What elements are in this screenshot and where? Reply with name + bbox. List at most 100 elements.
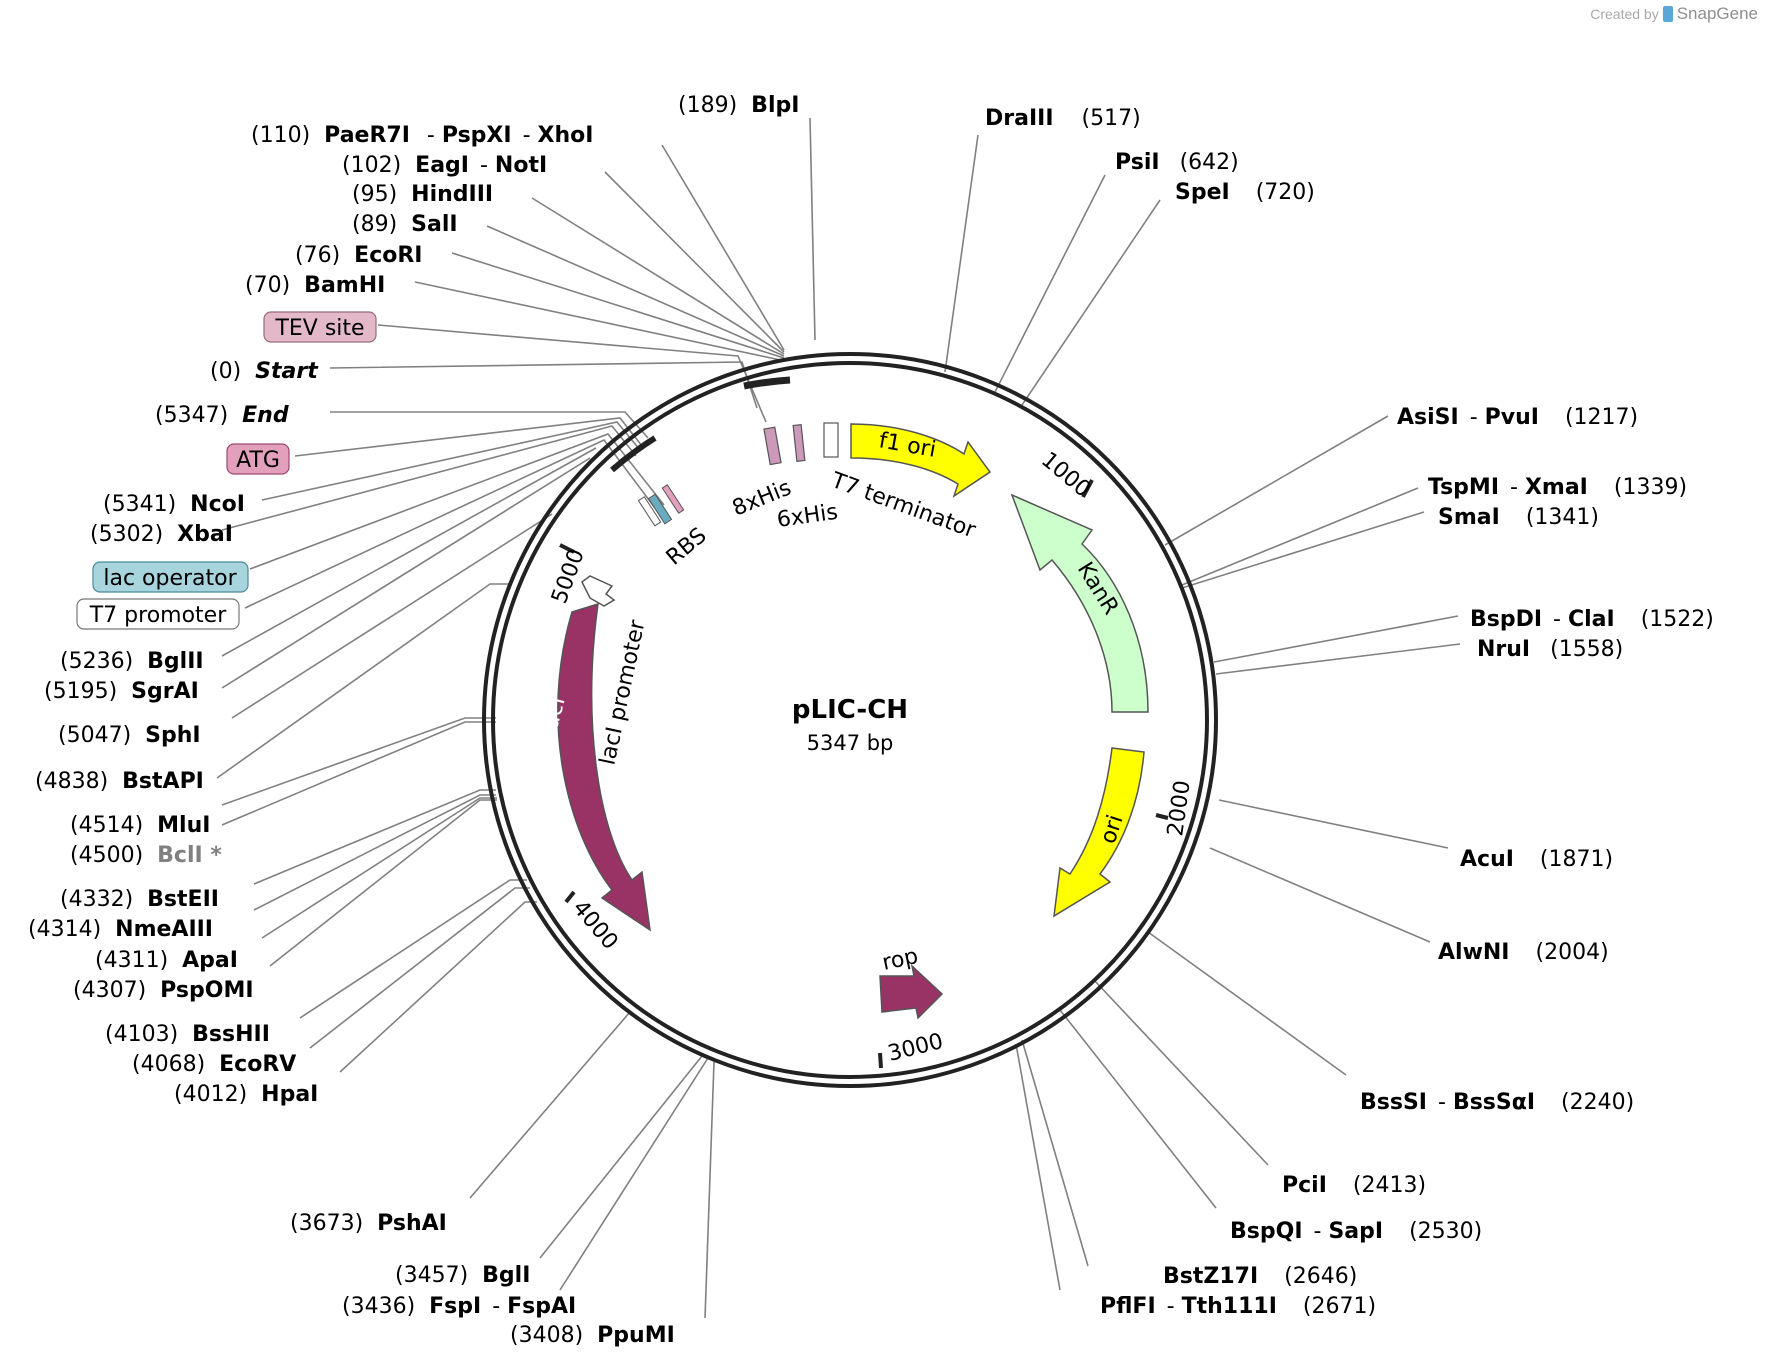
- leader-line-tspmi: [1181, 487, 1419, 586]
- leader-line-ecorv: [309, 887, 530, 1049]
- leader-line-pshai: [469, 1011, 631, 1199]
- site-start[interactable]: (0)Start: [210, 359, 319, 384]
- site-ecori[interactable]: (76)EcoRI: [295, 243, 422, 268]
- feature-rbs[interactable]: [647, 493, 673, 525]
- pill-t7-promoter: [76, 598, 240, 630]
- site-sphi[interactable]: (5047)SphI: [58, 723, 201, 748]
- tick-2000: [1155, 813, 1169, 820]
- pill-t7-promoter-label: T7 promoter: [89, 603, 227, 628]
- site-eagi[interactable]: (102)EagI - NotI: [342, 153, 547, 178]
- feature-kanr[interactable]: [1010, 493, 1149, 713]
- leader-line-paer7i: [661, 144, 785, 351]
- insert-highlight-top: [743, 376, 791, 390]
- leader-line-sgrai: [221, 457, 591, 689]
- leader-line-pspomi: [269, 799, 497, 967]
- leader-line-bspqi: [1059, 1009, 1217, 1209]
- feature-8xhis[interactable]: [763, 426, 782, 466]
- leader-line-apai: [261, 797, 497, 939]
- label-6xhis: 6xHis: [775, 500, 839, 533]
- feature-label-pills: TEV site ATG lac operator T7 promoter: [76, 311, 377, 630]
- site-bstz17i[interactable]: BstZ17I(2646): [1163, 1264, 1357, 1289]
- label-laci-promoter: lacI promoter: [595, 617, 650, 767]
- leader-line-smai: [1181, 511, 1425, 589]
- site-bcli[interactable]: (4500)BclI *: [70, 843, 222, 868]
- pill-tev-site-label: TEV site: [274, 316, 364, 341]
- label-rbs: RBS: [662, 523, 712, 570]
- leader-line-pcii: [1093, 979, 1269, 1166]
- leader-line-fspi: [559, 1057, 709, 1291]
- site-bglii[interactable]: (5236)BglII: [60, 649, 204, 674]
- site-xbai[interactable]: (5302)XbaI: [90, 522, 233, 547]
- site-bgli[interactable]: (3457)BglI: [395, 1263, 530, 1288]
- leader-line-blpi: [809, 117, 816, 341]
- site-nrui[interactable]: NruI(1558): [1477, 637, 1623, 662]
- leader-line-nrui: [1215, 643, 1461, 675]
- feature-rop[interactable]: [879, 963, 944, 1020]
- site-draiii[interactable]: DraIII(517): [985, 106, 1141, 131]
- pill-atg: [226, 443, 290, 475]
- plasmid-length: 5347 bp: [807, 731, 894, 755]
- leader-line-nmeaiii: [253, 794, 496, 911]
- site-ncoi[interactable]: (5341)NcoI: [103, 492, 245, 517]
- site-alwni[interactable]: AlwNI(2004): [1438, 940, 1609, 965]
- site-acui[interactable]: AcuI(1871): [1460, 847, 1613, 872]
- leader-line-hindiii: [531, 197, 785, 355]
- site-fspi[interactable]: (3436)FspI - FspAI: [342, 1294, 576, 1319]
- snapgene-logo-icon: [1662, 6, 1673, 22]
- site-asisi[interactable]: AsiSI - PvuI(1217): [1397, 405, 1638, 430]
- leader-line-pflfi: [1015, 1043, 1061, 1291]
- site-blpi[interactable]: (189)BlpI: [678, 93, 799, 118]
- site-bstapi[interactable]: (4838)BstAPI: [35, 769, 204, 794]
- leader-line-ppumi: [704, 1061, 715, 1319]
- leader-line-mlui: [221, 717, 496, 806]
- site-pcii[interactable]: PciI(2413): [1282, 1173, 1426, 1198]
- leader-line-bsshii: [299, 879, 527, 1019]
- site-end[interactable]: (5347)End: [155, 403, 289, 428]
- snapgene-credit: Created by SnapGene: [1590, 4, 1758, 24]
- site-spei[interactable]: SpeI(720): [1175, 180, 1315, 205]
- feature-6xhis[interactable]: [792, 424, 806, 462]
- site-labels-right: DraIII(517) PsiI(642) SpeI(720) AsiSI - …: [985, 106, 1714, 1319]
- site-sgrai[interactable]: (5195)SgrAI: [44, 679, 199, 704]
- feature-t7-promoter-box[interactable]: [637, 496, 662, 527]
- site-bamhi[interactable]: (70)BamHI: [245, 273, 385, 298]
- site-bsteii[interactable]: (4332)BstEII: [60, 887, 219, 912]
- plasmid-backbone: [482, 352, 1218, 1088]
- site-smai[interactable]: SmaI(1341): [1438, 505, 1599, 530]
- leader-line-bgli: [539, 1055, 703, 1259]
- site-bsshii[interactable]: (4103)BssHII: [105, 1022, 270, 1047]
- site-sali[interactable]: (89)SalI: [352, 212, 458, 237]
- leader-line-psii: [994, 174, 1106, 393]
- feature-laci-promoter[interactable]: [581, 575, 616, 607]
- site-pshai[interactable]: (3673)PshAI: [290, 1211, 447, 1236]
- leader-line-lac-operator: [249, 433, 665, 570]
- leader-line-bsssi: [1147, 931, 1347, 1076]
- feature-f1-ori[interactable]: [850, 423, 992, 498]
- feature-atg[interactable]: [661, 484, 685, 514]
- tick-label-5000: 5000: [547, 546, 590, 607]
- pill-lac-operator-label: lac operator: [103, 566, 237, 591]
- site-ppumi[interactable]: (3408)PpuMI: [510, 1323, 675, 1348]
- feature-laci[interactable]: [557, 602, 651, 932]
- site-pflfi[interactable]: PflFI - Tth111I(2671): [1100, 1294, 1376, 1319]
- site-bsssi[interactable]: BssSI - BssSαI(2240): [1360, 1090, 1634, 1115]
- site-apai[interactable]: (4311)ApaI: [95, 948, 238, 973]
- site-bspqi[interactable]: BspQI - SapI(2530): [1230, 1219, 1482, 1244]
- site-pspomi[interactable]: (4307)PspOMI: [73, 978, 254, 1003]
- site-mlui[interactable]: (4514)MluI: [70, 813, 210, 838]
- tick-marks: [559, 479, 1169, 1069]
- site-paer7i[interactable]: (110)PaeR7I - PspXI - XhoI: [251, 123, 593, 148]
- feature-t7-terminator-box[interactable]: [823, 422, 839, 458]
- site-ecorv[interactable]: (4068)EcoRV: [132, 1052, 296, 1077]
- site-hindiii[interactable]: (95)HindIII: [352, 182, 493, 207]
- site-bspdi[interactable]: BspDI - ClaI(1522): [1470, 607, 1714, 632]
- site-hpai[interactable]: (4012)HpaI: [174, 1082, 318, 1107]
- insert-highlight-left: [610, 435, 657, 473]
- feature-ori[interactable]: [1053, 747, 1145, 918]
- site-tspmi[interactable]: TspMI - XmaI(1339): [1428, 475, 1687, 500]
- site-psii[interactable]: PsiI(642): [1115, 150, 1239, 175]
- site-nmeaiii[interactable]: (4314)NmeAIII: [28, 917, 213, 942]
- leader-line-asisi: [1164, 415, 1389, 546]
- leader-line-eagi: [604, 171, 785, 353]
